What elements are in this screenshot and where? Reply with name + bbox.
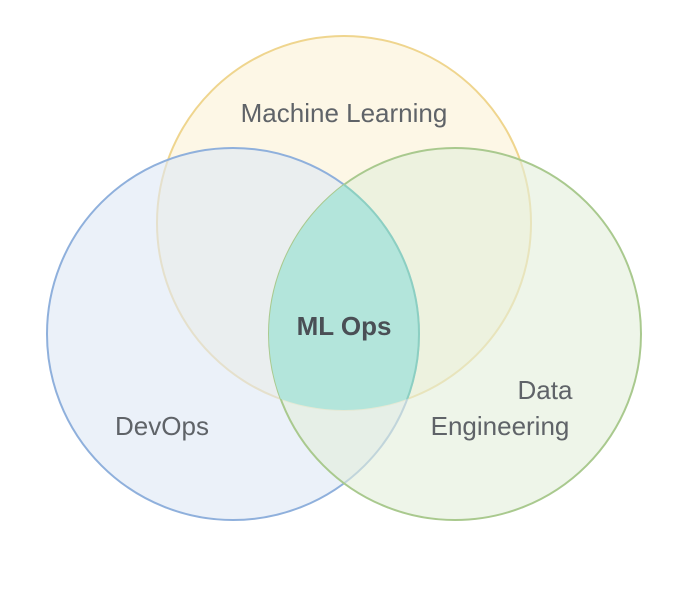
machine-learning-label: Machine Learning [241, 98, 448, 128]
ml-ops-label: ML Ops [297, 311, 392, 341]
data-engineering-label-line1: Data [518, 375, 573, 405]
devops-label: DevOps [115, 411, 209, 441]
ml-ops-intersection [269, 148, 420, 410]
data-engineering-label-line2: Engineering [431, 411, 570, 441]
